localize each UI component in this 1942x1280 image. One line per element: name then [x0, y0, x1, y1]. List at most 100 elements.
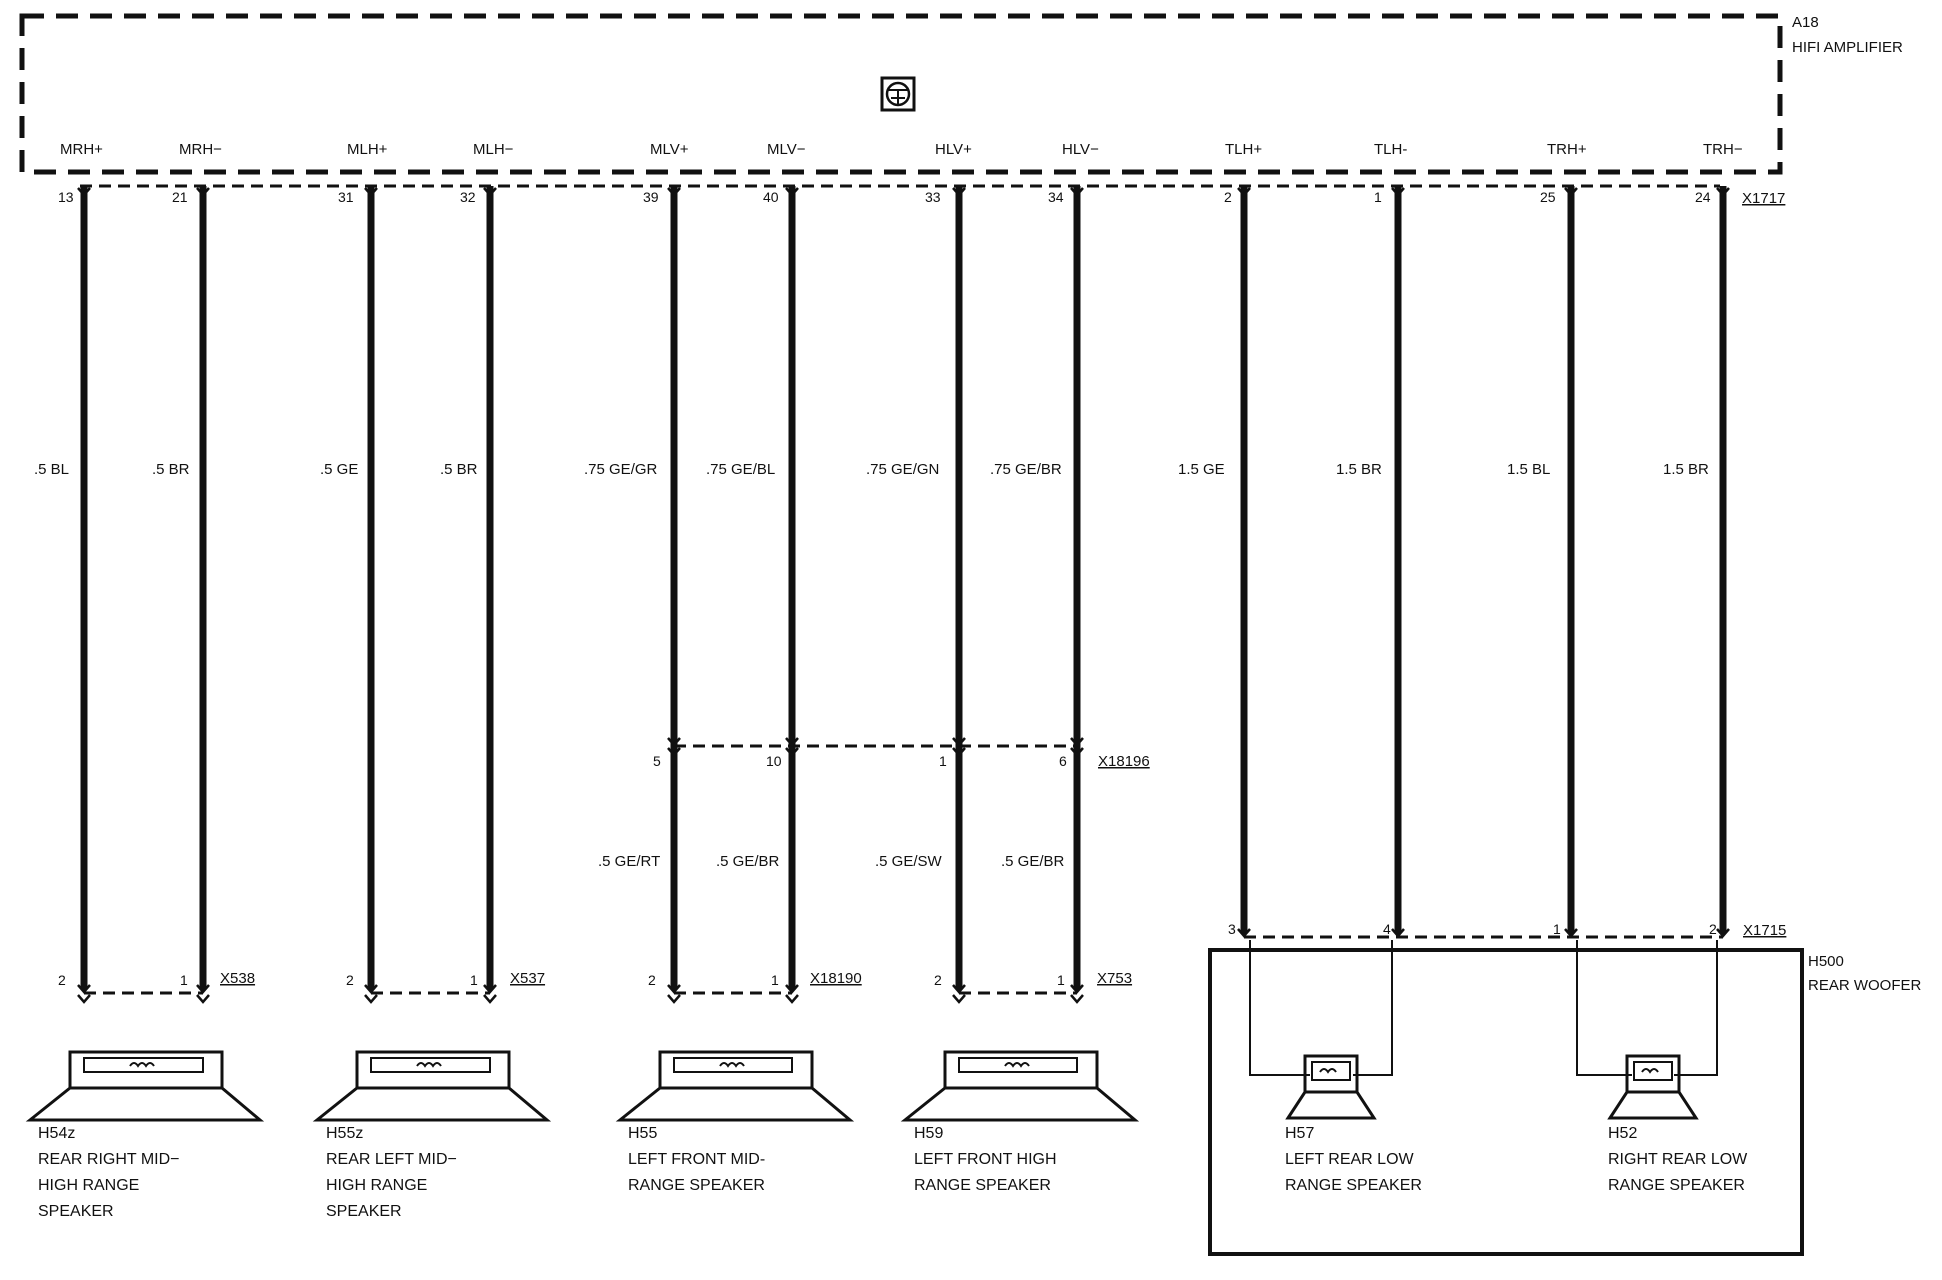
speaker-id: H55z [326, 1125, 363, 1142]
speaker-desc: LEFT FRONT MID- [628, 1151, 765, 1168]
wire-color-label: .75 GE/BL [706, 461, 775, 478]
pin-label: 1 [939, 753, 947, 769]
wire-color-label: 1.5 BL [1507, 461, 1550, 478]
pin-label: 1 [1553, 921, 1561, 937]
speaker-symbols [25, 1050, 1140, 1122]
pin-label: 1 [1057, 972, 1065, 988]
speaker-desc: RIGHT REAR LOW [1608, 1151, 1748, 1168]
terminal-mark [667, 994, 681, 1004]
wires [80, 186, 1727, 990]
terminal-mark [667, 747, 681, 757]
pin-label: 4 [1383, 921, 1391, 937]
wire-color-label: .75 GE/GN [866, 461, 939, 478]
terminal-mark [364, 984, 378, 994]
wire-color-label: 1.5 BR [1663, 461, 1709, 478]
speaker-desc: SPEAKER [326, 1203, 402, 1220]
speaker-h57-icon [1285, 1054, 1377, 1120]
pin-label: 3 [1228, 921, 1236, 937]
terminal-mark [1391, 928, 1405, 938]
speaker-desc: REAR LEFT MID− [326, 1151, 457, 1168]
terminal-mark [785, 737, 799, 747]
signal-labels: MRH+ MRH− MLH+ MLH− MLV+ MLV− HLV+ HLV− … [60, 141, 1743, 158]
wire-color-label: .5 GE [320, 461, 358, 478]
wire-color-label: .5 BL [34, 461, 69, 478]
terminal-mark [1237, 187, 1251, 197]
pin-label: 10 [766, 753, 782, 769]
pin-label: 6 [1059, 753, 1067, 769]
terminal-mark [1564, 928, 1578, 938]
speaker-desc: LEFT FRONT HIGH [914, 1151, 1057, 1168]
terminal-mark [785, 994, 799, 1004]
speaker-h54z-icon [25, 1050, 265, 1122]
speaker-h55z-icon [312, 1050, 552, 1122]
wire-color-label: .75 GE/GR [584, 461, 658, 478]
terminal-mark [77, 187, 91, 197]
signal-label: MRH+ [60, 141, 103, 158]
speaker-labels: H54z REAR RIGHT MID− HIGH RANGE SPEAKER … [38, 1125, 1057, 1220]
signal-label: MLV+ [650, 141, 689, 158]
speaker-desc: SPEAKER [38, 1203, 114, 1220]
woofer-id: H500 [1808, 953, 1844, 970]
x753-label: X753 [1097, 970, 1132, 987]
speaker-h55-icon [615, 1050, 855, 1122]
x1715-label: X1715 [1743, 922, 1786, 939]
wire-color-label: .5 BR [440, 461, 478, 478]
signal-label: HLV+ [935, 141, 972, 158]
terminal-mark [667, 187, 681, 197]
woofer-name: REAR WOOFER [1808, 977, 1922, 994]
speaker-h52-icon [1607, 1054, 1699, 1120]
terminal-mark [77, 994, 91, 1004]
pin-label: 5 [653, 753, 661, 769]
pin-label: 2 [648, 972, 656, 988]
speaker-h59-icon [900, 1050, 1140, 1122]
x1715-connector: X1715 3 4 1 2 [1228, 921, 1786, 939]
signal-label: MLH+ [347, 141, 388, 158]
amplifier-symbol-icon [880, 76, 916, 112]
x537-label: X537 [510, 970, 545, 987]
terminal-mark [1070, 984, 1084, 994]
wire-h52-minus [1674, 940, 1718, 1076]
speaker-id: H57 [1285, 1125, 1314, 1142]
x18196-connector: X18196 5 10 1 6 .5 GE/RT .5 GE/BR .5 GE/… [598, 744, 1150, 870]
speaker-desc: HIGH RANGE [326, 1177, 427, 1194]
terminal-mark [1070, 994, 1084, 1004]
x1717-label: X1717 [1742, 190, 1785, 207]
wire-color-label: .5 GE/SW [875, 853, 943, 870]
pin-label: 31 [338, 189, 354, 205]
x1717-pins: 13 21 31 32 39 40 33 34 2 1 25 24 [58, 189, 1711, 205]
pin-label: 2 [346, 972, 354, 988]
speaker-id: H59 [914, 1125, 943, 1142]
terminal-mark [483, 994, 497, 1004]
wire-color-label: .5 GE/BR [716, 853, 780, 870]
terminal-mark [952, 187, 966, 197]
pin-label: 24 [1695, 189, 1711, 205]
terminal-mark [483, 984, 497, 994]
terminal-dots [77, 187, 1730, 1004]
speaker-connectors: X538 X537 X18190 X753 2 1 2 1 2 1 2 1 [58, 970, 1132, 995]
pin-label: 2 [934, 972, 942, 988]
wire-color-label: 1.5 GE [1178, 461, 1225, 478]
wire-color-label: .75 GE/BR [990, 461, 1062, 478]
pin-label: 21 [172, 189, 188, 205]
terminal-mark [196, 994, 210, 1004]
wire-color-label: .5 BR [152, 461, 190, 478]
terminal-mark [1070, 747, 1084, 757]
speaker-id: H55 [628, 1125, 657, 1142]
terminal-mark [364, 994, 378, 1004]
speaker-desc: LEFT REAR LOW [1285, 1151, 1415, 1168]
terminal-mark [785, 187, 799, 197]
signal-label: MRH− [179, 141, 222, 158]
speaker-desc: RANGE SPEAKER [914, 1177, 1051, 1194]
speaker-desc: HIGH RANGE [38, 1177, 139, 1194]
x18190-label: X18190 [810, 970, 862, 987]
wire-color-label: .5 GE/BR [1001, 853, 1065, 870]
rear-woofer-box [1208, 948, 1804, 1256]
speaker-id: H54z [38, 1125, 75, 1142]
pin-label: 1 [771, 972, 779, 988]
pin-label: 1 [470, 972, 478, 988]
pin-label: 32 [460, 189, 476, 205]
pin-label: 40 [763, 189, 779, 205]
speaker-desc: RANGE SPEAKER [1285, 1177, 1422, 1194]
signal-label: TLH+ [1225, 141, 1262, 158]
